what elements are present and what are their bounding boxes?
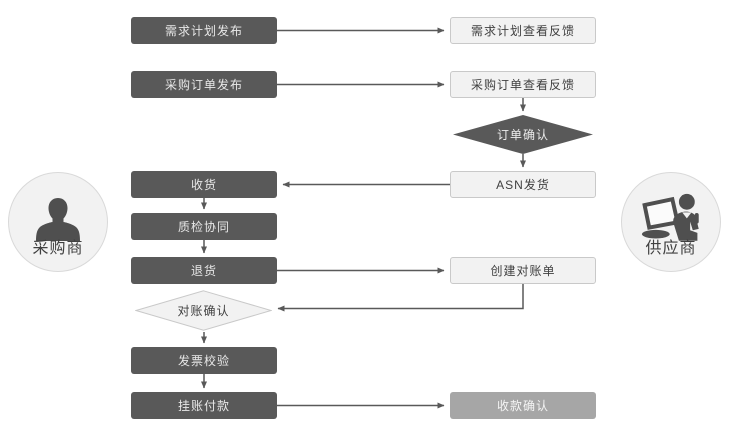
decision-order-confirm: 订单确认 bbox=[453, 115, 593, 154]
actor-label: 采购商 bbox=[32, 240, 84, 257]
node-receive-goods: 收货 bbox=[131, 171, 277, 198]
node-label: 创建对账单 bbox=[490, 264, 556, 278]
node-booked-payment: 挂账付款 bbox=[131, 392, 277, 419]
buyer-person-icon bbox=[36, 198, 80, 241]
node-purchase-order-view-feedback: 采购订单查看反馈 bbox=[450, 71, 596, 98]
node-label: 收款确认 bbox=[496, 399, 549, 413]
node-label: 采购订单发布 bbox=[164, 78, 243, 92]
decision-label: 订单确认 bbox=[496, 128, 549, 142]
node-demand-plan-view-feedback: 需求计划查看反馈 bbox=[450, 17, 596, 44]
node-payment-receipt-confirm: 收款确认 bbox=[450, 392, 596, 419]
node-label: 挂账付款 bbox=[177, 399, 230, 413]
actor-supplier: 供应商 bbox=[621, 172, 721, 272]
node-label: ASN发货 bbox=[496, 178, 550, 192]
node-label: 收货 bbox=[190, 178, 217, 192]
node-label: 需求计划发布 bbox=[164, 24, 243, 38]
node-create-reconciliation: 创建对账单 bbox=[450, 257, 596, 284]
node-return-goods: 退货 bbox=[131, 257, 277, 284]
diamond-shape bbox=[135, 290, 272, 331]
node-invoice-verification: 发票校验 bbox=[131, 347, 277, 374]
node-label: 采购订单查看反馈 bbox=[470, 78, 575, 92]
node-purchase-order-publish: 采购订单发布 bbox=[131, 71, 277, 98]
decision-reconciliation-confirm: 对账确认 bbox=[135, 290, 272, 331]
node-label: 质检协同 bbox=[177, 220, 230, 234]
node-label: 退货 bbox=[190, 264, 217, 278]
supplier-person-laptop-icon bbox=[641, 193, 699, 241]
actor-label: 供应商 bbox=[645, 240, 697, 257]
node-label: 发票校验 bbox=[177, 354, 230, 368]
node-asn-shipping: ASN发货 bbox=[450, 171, 596, 198]
node-demand-plan-publish: 需求计划发布 bbox=[131, 17, 277, 44]
diamond-shape bbox=[453, 115, 593, 154]
node-label: 需求计划查看反馈 bbox=[470, 24, 575, 38]
node-quality-inspection: 质检协同 bbox=[131, 213, 277, 240]
decision-label: 对账确认 bbox=[177, 304, 230, 318]
arrow-create-recon-to-recon-confirm bbox=[277, 284, 524, 312]
actor-buyer: 采购商 bbox=[8, 172, 108, 272]
